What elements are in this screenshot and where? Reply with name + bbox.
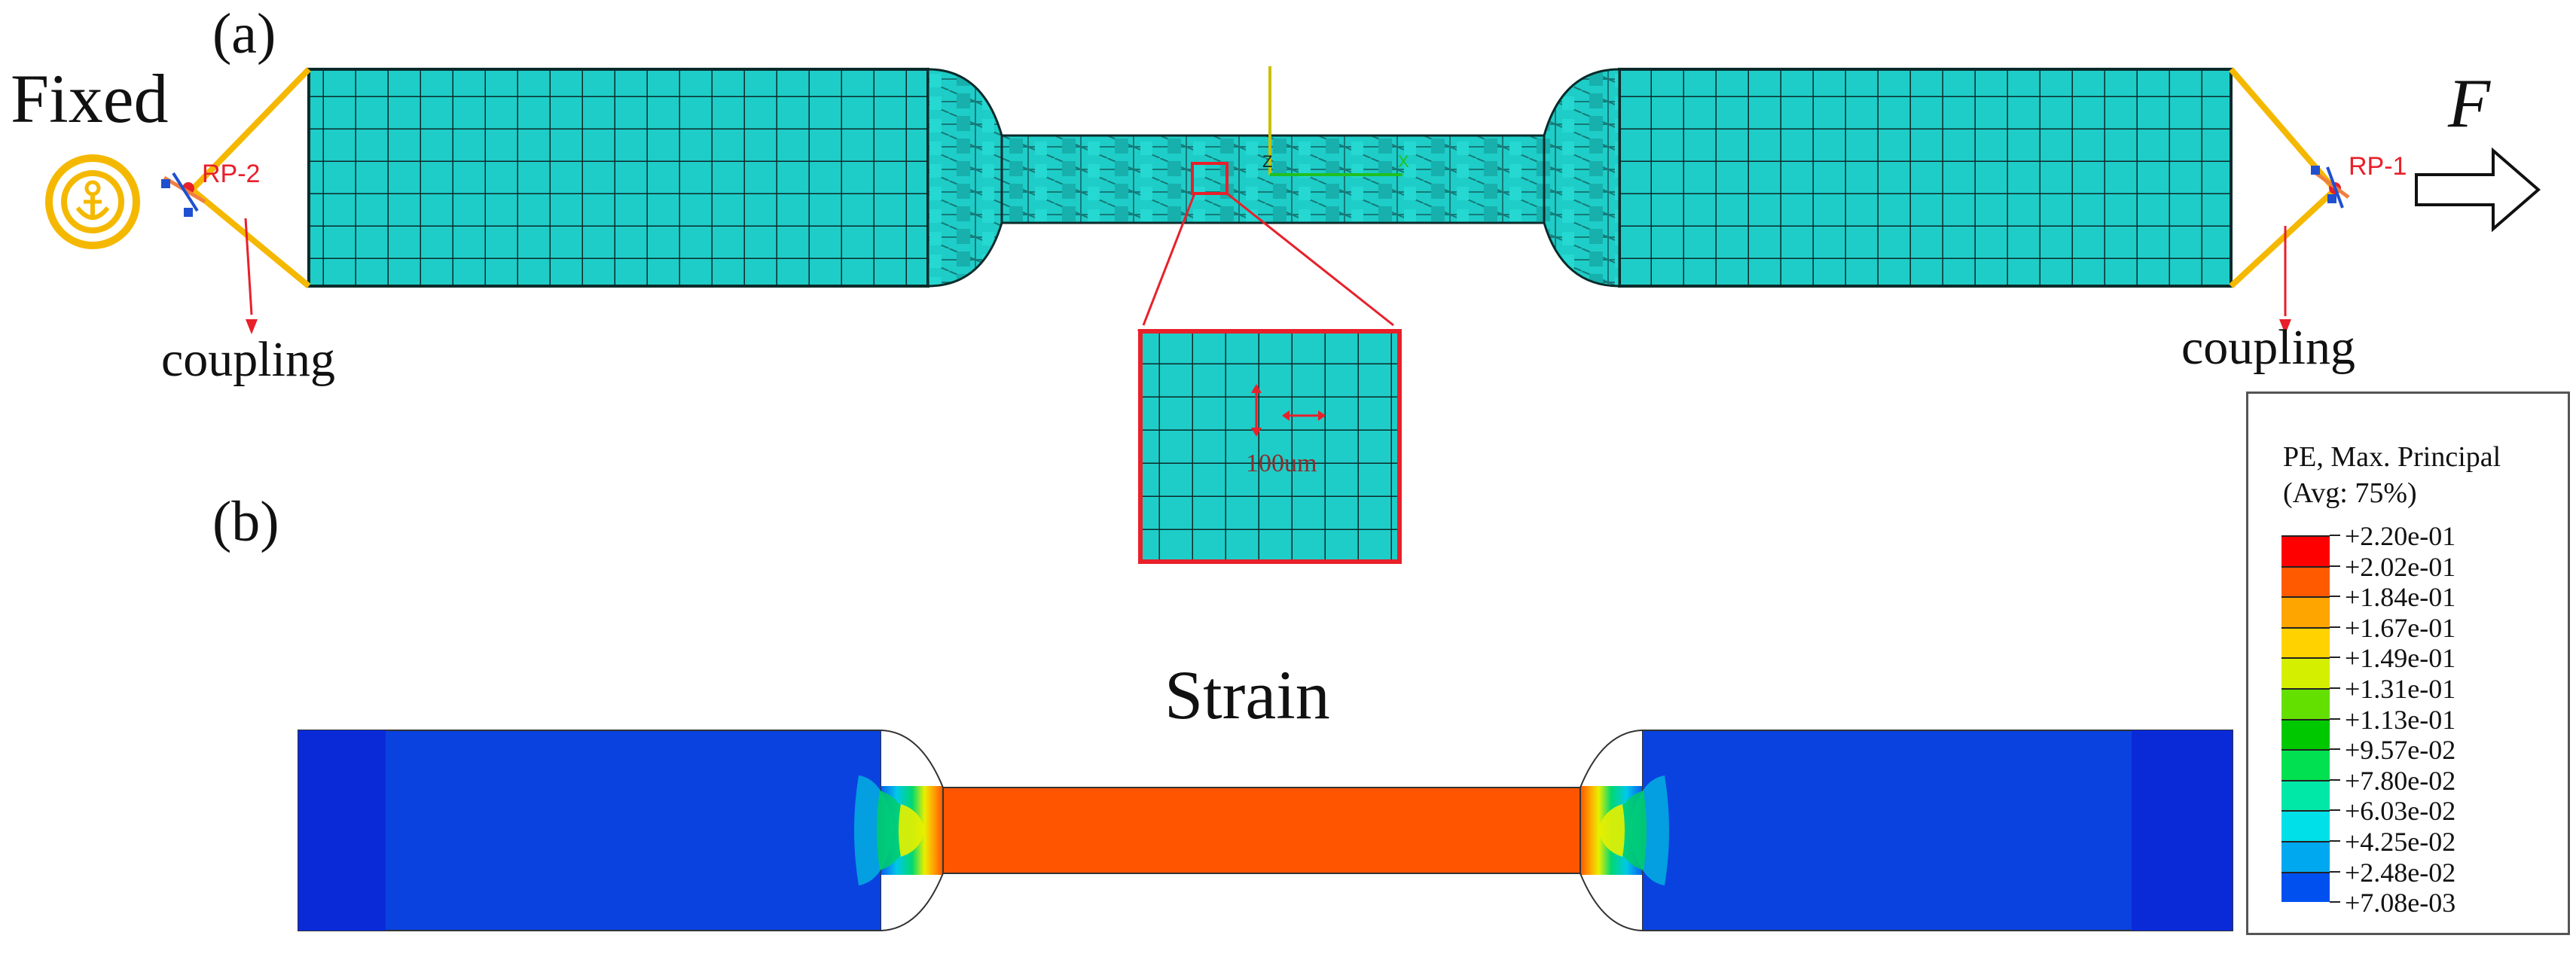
gauge-section-contour — [942, 787, 1581, 874]
legend-row: +2.48e-02 — [2281, 857, 2553, 903]
legend-value: +4.25e-02 — [2345, 827, 2456, 857]
zoom-connector-right — [1226, 192, 1394, 327]
legend-value: +9.57e-02 — [2345, 735, 2456, 766]
panel-a-label: (a) — [212, 2, 276, 66]
legend-row: +2.02e-01 — [2281, 551, 2553, 597]
legend-tick — [2330, 535, 2340, 536]
contour-legend: PE, Max. Principal (Avg: 75%) +2.20e-01+… — [2246, 392, 2570, 935]
legend-value: +1.49e-01 — [2345, 643, 2456, 674]
legend-row: +1.31e-01 — [2281, 673, 2553, 719]
legend-value: +1.31e-01 — [2345, 674, 2456, 704]
legend-row: +1.84e-01 — [2281, 581, 2553, 627]
legend-value: +1.84e-01 — [2345, 582, 2456, 613]
legend-swatch — [2281, 841, 2330, 872]
legend-swatch — [2281, 810, 2330, 841]
coupling-left-label: coupling — [161, 332, 335, 387]
left-grip-contour — [298, 730, 882, 931]
legend-swatch — [2281, 565, 2330, 597]
legend-swatch — [2281, 626, 2330, 658]
legend-subtitle: (Avg: 75%) — [2283, 477, 2417, 509]
element-size-label: 100um — [1246, 449, 1317, 477]
meshed-specimen: Z X — [307, 66, 2233, 288]
legend-title: PE, Max. Principal — [2283, 441, 2501, 473]
strain-label: Strain — [1164, 657, 1330, 733]
zoom-region-box — [1191, 162, 1228, 195]
left-fillet-mesh — [926, 68, 1003, 288]
legend-row: +7.08e-03 — [2281, 887, 2553, 919]
legend-tick — [2330, 596, 2340, 598]
legend-value: +7.08e-03 — [2345, 888, 2456, 919]
axis-z-label: Z — [1262, 152, 1272, 171]
legend-tick — [2330, 840, 2340, 842]
left-coupling: RP-2 — [161, 67, 311, 334]
legend-row: +9.57e-02 — [2281, 734, 2553, 780]
legend-tick — [2330, 657, 2340, 659]
coupling-left-arrow — [244, 218, 253, 315]
right-reference-point-icon — [2311, 166, 2350, 209]
coupling-right-label: coupling — [2181, 320, 2355, 375]
legend-tick — [2330, 809, 2340, 812]
legend-row: +6.03e-02 — [2281, 795, 2553, 841]
legend-value: +7.80e-02 — [2345, 765, 2456, 796]
legend-swatch — [2281, 535, 2330, 566]
legend-value: +1.67e-01 — [2345, 612, 2456, 643]
right-fillet-mesh — [1543, 68, 1621, 288]
legend-swatch — [2281, 871, 2330, 903]
gauge-section-mesh — [1000, 134, 1546, 224]
legend-row: +2.20e-01 — [2281, 520, 2553, 566]
left-reference-point-icon — [161, 172, 206, 217]
legend-tick — [2330, 748, 2340, 751]
legend-value: +6.03e-02 — [2345, 796, 2456, 827]
axis-x-label: X — [1398, 152, 1409, 171]
panel-b-label: (b) — [212, 490, 279, 553]
legend-tick — [2330, 626, 2340, 628]
strain-contour-specimen — [298, 729, 2233, 932]
fixed-label: Fixed — [11, 60, 169, 137]
legend-tick — [2330, 565, 2340, 567]
legend-swatch — [2281, 688, 2330, 719]
legend-tick — [2330, 901, 2340, 903]
legend-tick — [2330, 870, 2340, 873]
legend-value: +2.48e-02 — [2345, 857, 2456, 888]
legend-row: +4.25e-02 — [2281, 826, 2553, 872]
legend-swatch — [2281, 718, 2330, 750]
legend-value: +2.02e-01 — [2345, 551, 2456, 582]
legend-tick — [2330, 718, 2340, 720]
rp-right-label: RP-1 — [2349, 152, 2407, 181]
legend-swatch — [2281, 779, 2330, 811]
right-grip-mesh — [1618, 68, 2233, 288]
legend-swatch — [2281, 657, 2330, 688]
legend-tick — [2330, 778, 2340, 781]
force-label: F — [2448, 65, 2491, 142]
right-coupling: RP-1 — [2228, 67, 2407, 334]
zoom-inset: 100um — [1138, 329, 1402, 564]
legend-row: +7.80e-02 — [2281, 765, 2553, 811]
rp-left-label: RP-2 — [202, 160, 260, 188]
legend-row: +1.13e-01 — [2281, 704, 2553, 750]
left-grip-mesh — [307, 68, 929, 288]
legend-tick — [2330, 687, 2340, 689]
zoom-connector-left — [1142, 193, 1196, 326]
legend-swatch — [2281, 596, 2330, 627]
force-arrow-icon — [2415, 147, 2541, 233]
legend-swatch — [2281, 749, 2330, 780]
legend-value: +1.13e-01 — [2345, 704, 2456, 735]
legend-row: +1.49e-01 — [2281, 642, 2553, 688]
legend-value: +2.20e-01 — [2345, 521, 2456, 551]
fixed-support-icon — [45, 154, 140, 249]
legend-row: +1.67e-01 — [2281, 612, 2553, 658]
